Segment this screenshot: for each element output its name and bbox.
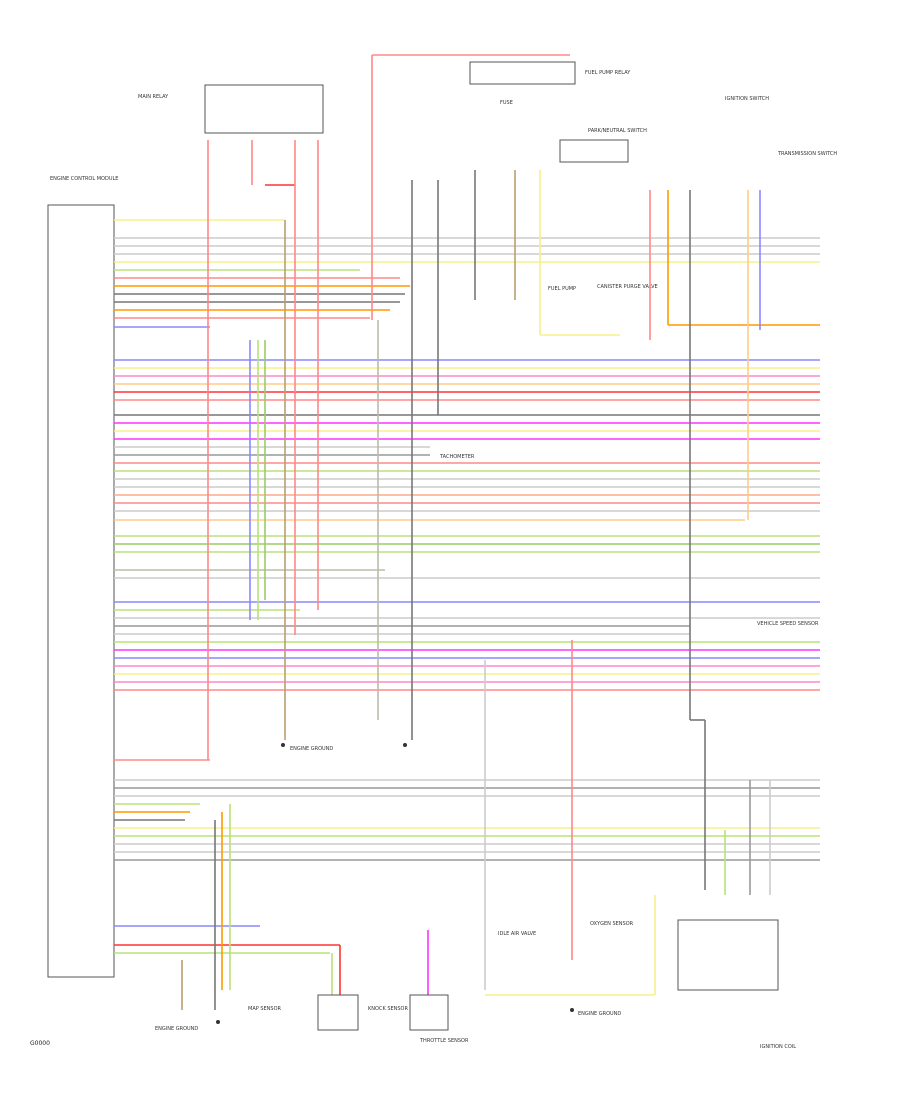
- ground-dot: [403, 743, 407, 747]
- main-relay-box: [204, 84, 324, 134]
- tach-label: TACHOMETER: [439, 454, 475, 460]
- ecu-box: [47, 204, 115, 978]
- engine-ground-2-label: ENGINE GROUND: [155, 1026, 198, 1032]
- ecu-wires: [114, 219, 820, 954]
- o2-sensor-label: OXYGEN SENSOR: [590, 921, 634, 927]
- ecu-label: ENGINE CONTROL MODULE: [50, 176, 118, 182]
- fuse-label: FUSE: [500, 100, 513, 106]
- fuel-pump-relay-box: [469, 61, 576, 85]
- park-neutral-label: PARK/NEUTRAL SWITCH: [588, 128, 647, 134]
- throttle-label: THROTTLE SENSOR: [419, 1038, 469, 1044]
- ground-dot: [281, 743, 285, 747]
- fuel-pump-label: FUEL PUMP: [548, 286, 576, 292]
- fuel-pump-relay-label: FUEL PUMP RELAY: [585, 70, 631, 76]
- map-sensor-label: MAP SENSOR: [248, 1006, 282, 1012]
- engine-ground-3-label: ENGINE GROUND: [578, 1011, 621, 1017]
- engine-ground-1-label: ENGINE GROUND: [290, 746, 333, 752]
- ignition-coil-box: [677, 919, 779, 991]
- trans-switch-label: TRANSMISSION SWITCH: [777, 151, 837, 157]
- ignition-coil-label: IGNITION COIL: [760, 1044, 796, 1050]
- ground-dot: [570, 1008, 574, 1012]
- ign-switch-label: IGNITION SWITCH: [725, 96, 769, 102]
- ground-dot: [216, 1020, 220, 1024]
- canister-label: CANISTER PURGE VALVE: [597, 284, 658, 290]
- idle-valve-label: IDLE AIR VALVE: [498, 931, 536, 937]
- main-relay-label: MAIN RELAY: [138, 94, 169, 100]
- park-neutral-box: [559, 139, 629, 163]
- knock-sensor-label: KNOCK SENSOR: [368, 1006, 408, 1012]
- knock-sensor-box: [317, 994, 359, 1031]
- figure-ref: G0000: [30, 1040, 50, 1047]
- speed-sensor-label: VEHICLE SPEED SENSOR: [757, 621, 819, 627]
- throttle-box: [409, 994, 449, 1031]
- vertical-wires: [181, 54, 820, 1010]
